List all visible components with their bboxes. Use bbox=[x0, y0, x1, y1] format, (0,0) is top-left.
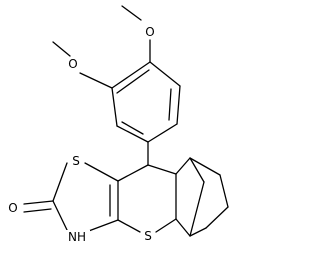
bond-c9-c8a bbox=[117, 164, 149, 182]
bond-s-thiopyran-c4a bbox=[155, 218, 177, 233]
label-bg-s-thiopyran bbox=[141, 229, 155, 243]
atom-o-carbonyl: O bbox=[8, 201, 17, 215]
bond-nh-c3a bbox=[85, 219, 119, 233]
bond-benzene-3 bbox=[176, 85, 181, 125]
bond-ethano-2 bbox=[205, 206, 229, 229]
bond-bridgehead-upper-c4a bbox=[189, 157, 205, 183]
bond-benzene-6 bbox=[111, 87, 118, 127]
bond-c4a-bridgehead-lower bbox=[175, 218, 191, 237]
bond-benzene-2 bbox=[149, 61, 181, 87]
bond-c8a-s-thiazole bbox=[84, 162, 119, 182]
bond-benzene-5 bbox=[116, 125, 149, 143]
atom-o-methoxy-upper: O bbox=[145, 25, 154, 39]
bond-methyl-upper bbox=[121, 5, 142, 21]
bond-c2-nh bbox=[52, 200, 69, 233]
atom-s-thiopyran: S bbox=[144, 229, 152, 243]
bond-ethano-1 bbox=[219, 174, 229, 208]
bond-benzene-1 bbox=[111, 61, 151, 89]
atom-o-methoxy-lower: O bbox=[68, 57, 77, 71]
bond-s-thiazole-c2 bbox=[52, 162, 68, 202]
bond-c9a-bridgehead-upper bbox=[175, 157, 191, 175]
bond-c9-c9a bbox=[147, 164, 177, 175]
label-bg-o-lower bbox=[66, 57, 80, 71]
bond-methyl-lower bbox=[52, 41, 71, 57]
bond-c2-o-carbonyl-double bbox=[23, 208, 52, 213]
atom-s-thiazole: S bbox=[72, 154, 80, 168]
bond-ethano-bridgehead-lower bbox=[189, 227, 207, 237]
atom-nh: NH bbox=[68, 230, 86, 244]
bond-benzene-inner-1 bbox=[116, 69, 150, 94]
label-bg-s-thiazole bbox=[69, 154, 83, 168]
bond-methoxy-lower-o-ring bbox=[79, 72, 113, 89]
bond-benzene-inner-3 bbox=[121, 121, 144, 135]
bond-benzene-4 bbox=[147, 123, 178, 143]
label-bg-o-carbonyl bbox=[5, 201, 21, 215]
bond-methano-bridge bbox=[189, 181, 205, 237]
bond-c2-o-carbonyl bbox=[23, 200, 54, 205]
label-bg-o-upper bbox=[143, 25, 157, 39]
label-bg-nh bbox=[66, 230, 90, 244]
bond-c3a-s-thiopyran bbox=[117, 219, 141, 233]
bond-benzene-inner-2 bbox=[168, 88, 172, 121]
molecule-structure-diagram: O O S S O NH bbox=[5, 5, 229, 244]
bond-bridgehead-upper-ethano bbox=[189, 157, 221, 176]
